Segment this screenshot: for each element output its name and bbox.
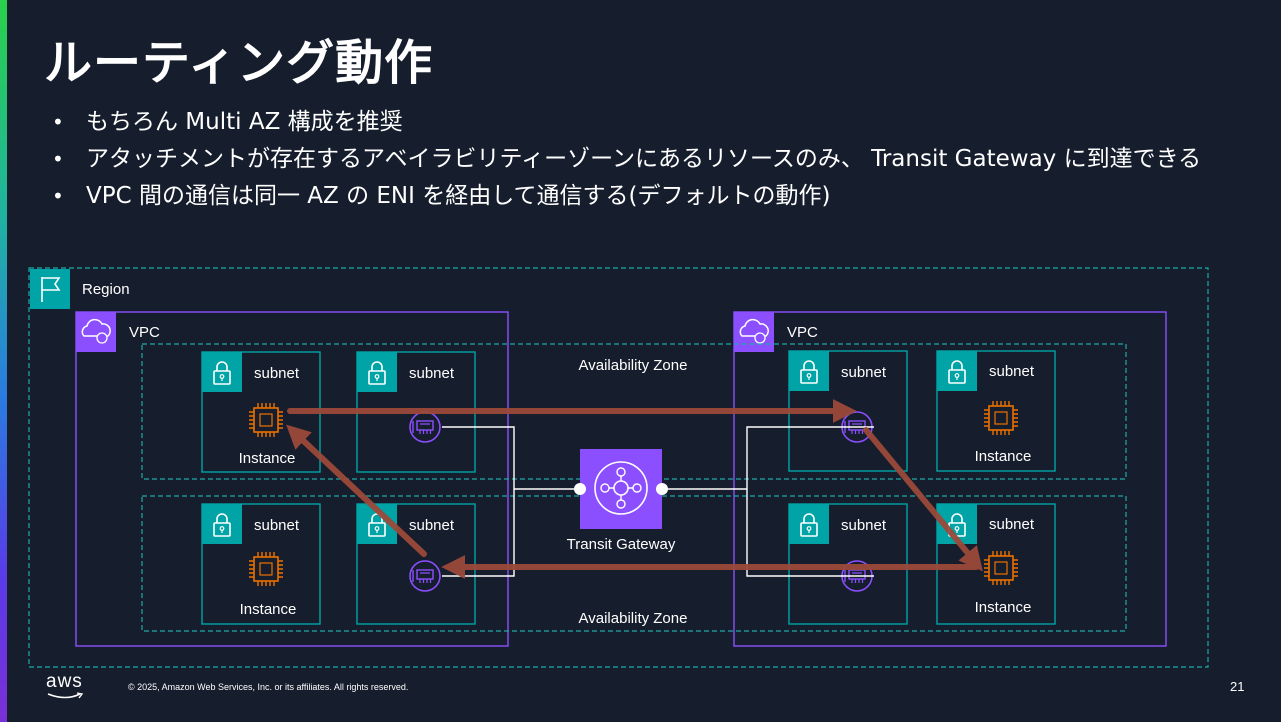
az-top-label: Availability Zone <box>579 357 688 374</box>
bullet-item: もちろん Multi AZ 構成を推奨 <box>48 106 1248 138</box>
tgw-port-right <box>656 483 668 495</box>
ec2-chip-icon <box>983 550 1019 586</box>
ec2-chip-icon <box>248 402 284 438</box>
bullet-list: もちろん Multi AZ 構成を推奨 アタッチメントが存在するアベイラビリティ… <box>48 106 1248 217</box>
ec2-chip-icon <box>248 551 284 587</box>
instance-label: Instance <box>975 599 1032 616</box>
traffic-arrow <box>286 424 427 557</box>
traffic-arrows <box>286 399 983 579</box>
page-number: 21 <box>1230 679 1245 694</box>
subnet-label: subnet <box>254 365 300 382</box>
subnet-left-top-b: subnet <box>356 351 476 473</box>
vpc-cloud-icon <box>739 318 769 344</box>
az-bottom-label: Availability Zone <box>579 610 688 627</box>
subnet-left-bottom-a: subnet Instance <box>201 503 321 625</box>
tgw-connectors <box>442 426 874 577</box>
bullet-item: VPC 間の通信は同一 AZ の ENI を経由して通信する(デフォルトの動作) <box>48 180 1248 212</box>
subnet-right-top-a: subnet <box>788 350 908 472</box>
vpc-cloud-icon <box>81 318 111 344</box>
region-box: Region <box>28 267 1209 668</box>
slide-title: ルーティング動作 <box>44 35 434 91</box>
subnet-left-bottom-b: subnet <box>356 503 476 625</box>
aws-smile-icon <box>47 692 84 699</box>
tgw-port-left <box>574 483 586 495</box>
subnet-left-top-a: subnet Instance <box>201 351 321 473</box>
instance-label: Instance <box>240 601 297 618</box>
aws-logo: aws <box>46 671 83 692</box>
region-label: Region <box>82 281 130 298</box>
instance-label: Instance <box>239 450 296 467</box>
transit-gateway: Transit Gateway <box>567 449 676 553</box>
traffic-arrow <box>863 427 983 572</box>
subnet-label: subnet <box>989 516 1035 533</box>
network-interface-icon <box>409 411 441 443</box>
tgw-label: Transit Gateway <box>567 536 676 553</box>
subnet-label: subnet <box>409 365 455 382</box>
network-interface-icon <box>409 560 441 592</box>
subnet-label: subnet <box>989 363 1035 380</box>
subnet-right-top-b: subnet Instance <box>936 350 1056 472</box>
accent-bar <box>0 0 7 722</box>
instance-label: Instance <box>975 448 1032 465</box>
subnet-label: subnet <box>409 517 455 534</box>
vpc-right: VPC <box>733 311 1167 647</box>
region-icon-bg <box>30 269 70 309</box>
vpc-left-label: VPC <box>129 324 160 341</box>
vpc-right-label: VPC <box>787 324 818 341</box>
subnet-label: subnet <box>841 364 887 381</box>
subnet-label: subnet <box>254 517 300 534</box>
copyright-text: © 2025, Amazon Web Services, Inc. or its… <box>128 682 409 692</box>
subnet-label: subnet <box>841 517 887 534</box>
flag-icon <box>41 277 61 302</box>
transit-gateway-icon <box>594 461 648 515</box>
ec2-chip-icon <box>983 400 1019 436</box>
bullet-item: アタッチメントが存在するアベイラビリティーゾーンにあるリソースのみ、 Trans… <box>48 143 1248 175</box>
